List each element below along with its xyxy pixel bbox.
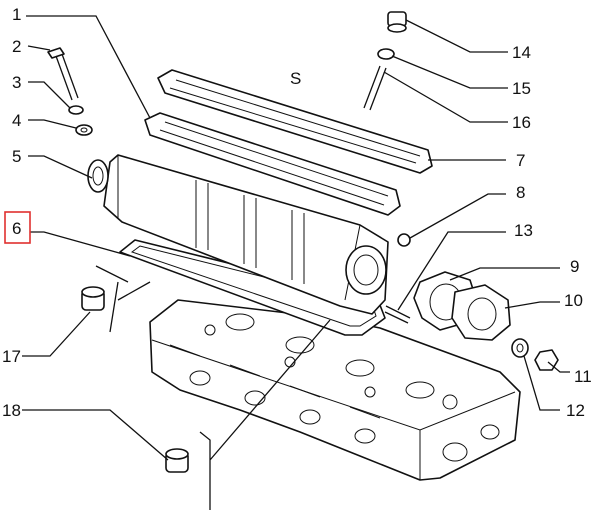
callout-14: 14 bbox=[512, 43, 531, 62]
flange-gasket-10 bbox=[451, 284, 511, 341]
callout-1: 1 bbox=[12, 5, 21, 24]
callout-8: 8 bbox=[516, 183, 525, 202]
mark-s: S bbox=[290, 69, 301, 88]
callout-3: 3 bbox=[12, 73, 21, 92]
callout-17: 17 bbox=[2, 347, 21, 366]
washer-4 bbox=[75, 124, 93, 136]
cap-14 bbox=[387, 11, 407, 33]
callout-10: 10 bbox=[564, 291, 583, 310]
callout-18: 18 bbox=[2, 401, 21, 420]
callout-highlight-box bbox=[4, 211, 31, 244]
callout-15: 15 bbox=[512, 79, 531, 98]
dowel-17 bbox=[81, 286, 105, 311]
leader-lines bbox=[22, 15, 570, 510]
callout-5: 5 bbox=[12, 147, 21, 166]
callout-13: 13 bbox=[514, 221, 533, 240]
washer-15 bbox=[377, 48, 395, 60]
upper-gasket-7 bbox=[157, 69, 433, 174]
bolt-2 bbox=[47, 47, 79, 101]
upper-gasket-1 bbox=[144, 112, 401, 216]
callout-9: 9 bbox=[570, 257, 579, 276]
stud-16 bbox=[363, 65, 387, 111]
callout-4: 4 bbox=[12, 111, 21, 130]
callout-2: 2 bbox=[12, 37, 21, 56]
callout-7: 7 bbox=[516, 151, 525, 170]
washer-12 bbox=[511, 338, 529, 358]
callout-11: 11 bbox=[574, 367, 592, 386]
callout-16: 16 bbox=[512, 113, 531, 132]
callout-labels: 1 2 3 4 5 6 7 8 13 9 10 11 12 14 15 16 1… bbox=[2, 5, 592, 420]
callout-12: 12 bbox=[566, 401, 585, 420]
dowel-18 bbox=[165, 448, 189, 473]
stud-13 bbox=[384, 305, 411, 324]
cover-gasket bbox=[119, 239, 386, 336]
plug-8 bbox=[397, 233, 411, 247]
callout-6: 6 bbox=[12, 219, 21, 238]
washer-3 bbox=[68, 105, 84, 115]
